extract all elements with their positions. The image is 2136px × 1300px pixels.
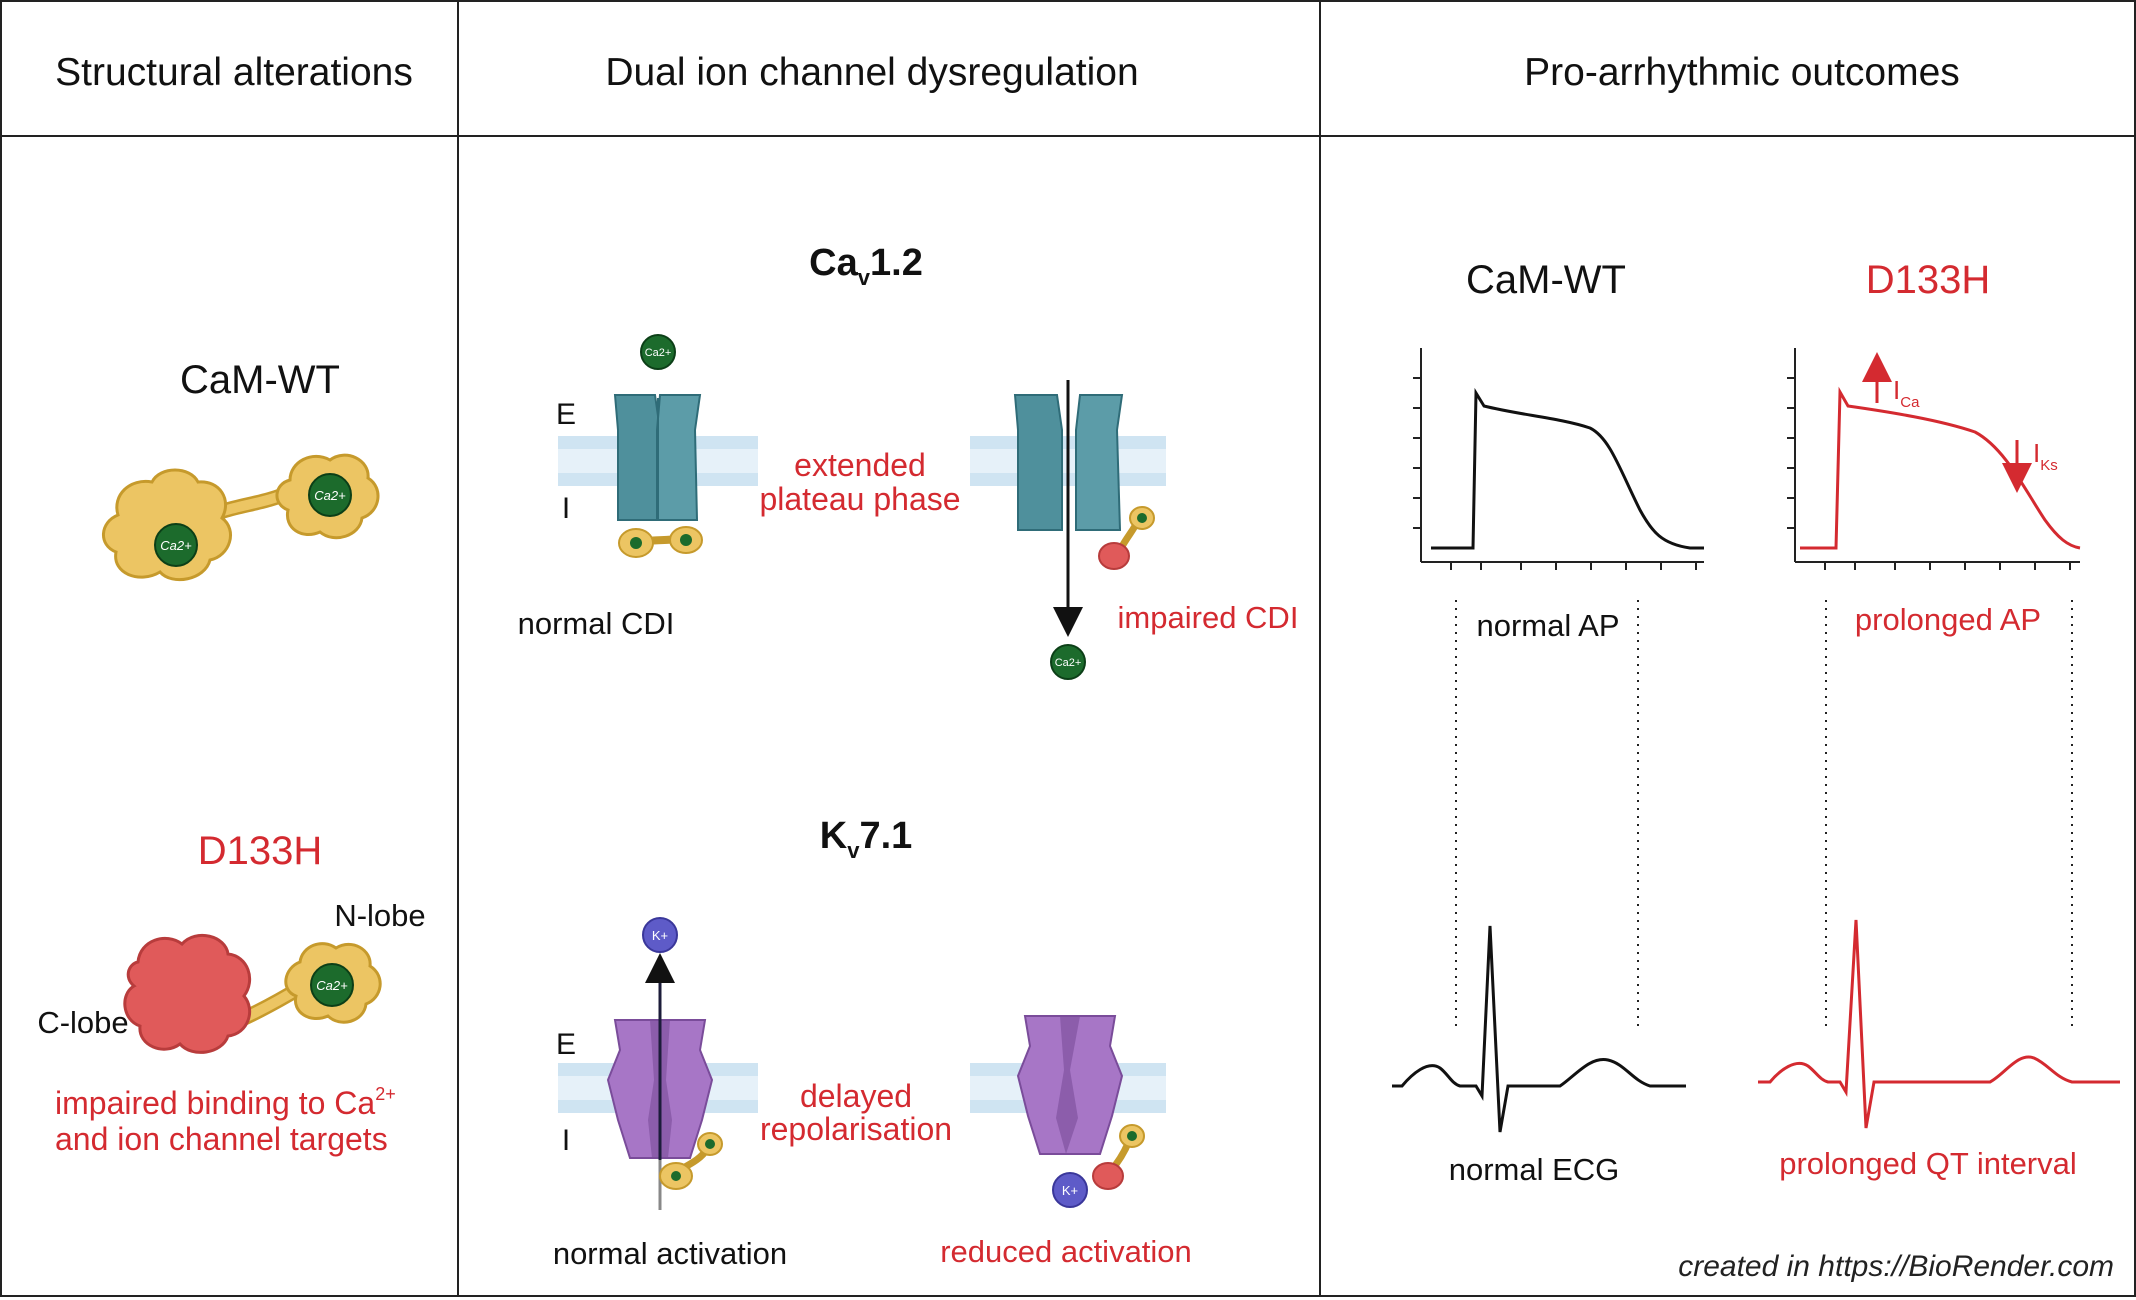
impaired-cdi-label: impaired CDI bbox=[1118, 600, 1299, 635]
ap-axes-d133h bbox=[1787, 348, 2080, 570]
kv71-title: Kv7.1 bbox=[820, 815, 913, 863]
binding-desc-line2: and ion channel targets bbox=[55, 1121, 388, 1157]
dotted-guides bbox=[1455, 600, 2073, 1026]
kv-channel-closed-icon bbox=[1016, 1015, 1124, 1155]
header-structural: Structural alterations bbox=[55, 51, 413, 94]
header-dysregulation: Dual ion channel dysregulation bbox=[605, 51, 1138, 94]
c-lobe-label: C-lobe bbox=[37, 1005, 128, 1040]
cav-effect-line1: extended bbox=[794, 447, 926, 483]
ca-ion-label: Ca2+ bbox=[645, 347, 672, 359]
ca-ion-icon: Ca2+ bbox=[1050, 644, 1086, 680]
cam-wt-label: CaM-WT bbox=[180, 358, 340, 402]
k-ion-label: K+ bbox=[1062, 1183, 1078, 1198]
binding-desc-line1: impaired binding to Ca2+ bbox=[55, 1084, 396, 1121]
ecg-trace-normal bbox=[1392, 925, 1686, 1133]
iks-label: IKs bbox=[2033, 438, 2058, 474]
k-ion-label: K+ bbox=[652, 928, 668, 943]
normal-ecg-label: normal ECG bbox=[1449, 1152, 1620, 1187]
ica-label: ICa bbox=[1893, 375, 1920, 411]
bound-cam-kv-icon bbox=[659, 1132, 723, 1190]
bound-cam-icon bbox=[618, 526, 703, 558]
kv-extracellular-label: E bbox=[556, 1028, 576, 1061]
kv-effect-line2: repolarisation bbox=[760, 1111, 952, 1147]
cav-channel-closed-icon bbox=[613, 394, 702, 521]
cav12-title: Cav1.2 bbox=[809, 242, 923, 290]
header-outcomes: Pro-arrhythmic outcomes bbox=[1524, 51, 1960, 94]
mutant-cam-icon bbox=[1098, 506, 1155, 570]
k-ion-icon: K+ bbox=[1052, 1172, 1088, 1208]
outcome-d133h-label: D133H bbox=[1866, 258, 1991, 302]
ap-trace-wt bbox=[1431, 387, 1704, 550]
cav-effect-line2: plateau phase bbox=[759, 481, 960, 517]
cam-d133h-protein-icon: Ca2+ bbox=[123, 933, 382, 1054]
n-lobe-label: N-lobe bbox=[334, 898, 425, 933]
ecg-trace-prolonged bbox=[1758, 919, 2120, 1129]
ca-ion-label: Ca2+ bbox=[314, 488, 346, 503]
d133h-label: D133H bbox=[198, 829, 323, 873]
ca-ion-label: Ca2+ bbox=[1055, 657, 1082, 669]
normal-activation-label: normal activation bbox=[553, 1236, 787, 1271]
ap-trace-d133h bbox=[1800, 386, 2081, 550]
reduced-activation-label: reduced activation bbox=[940, 1234, 1192, 1269]
mutant-cam-kv-icon bbox=[1092, 1124, 1145, 1190]
kv-effect-line1: delayed bbox=[800, 1078, 912, 1114]
cav-intracellular-label: I bbox=[562, 492, 570, 525]
cam-wt-protein-icon: Ca2+ Ca2+ bbox=[102, 453, 380, 582]
ca-ion-icon: Ca2+ bbox=[640, 334, 676, 370]
cav-extracellular-label: E bbox=[556, 398, 576, 431]
k-ion-icon: K+ bbox=[642, 917, 678, 953]
prolonged-ap-label: prolonged AP bbox=[1855, 602, 2041, 637]
normal-ap-label: normal AP bbox=[1476, 608, 1619, 643]
ap-axes-wt bbox=[1413, 348, 1704, 570]
normal-cdi-label: normal CDI bbox=[518, 606, 675, 641]
cav-channel-open-icon bbox=[1013, 394, 1124, 531]
credit-text: created in https://BioRender.com bbox=[1678, 1250, 2114, 1283]
ca-ion-label: Ca2+ bbox=[316, 978, 348, 993]
prolonged-qt-label: prolonged QT interval bbox=[1779, 1146, 2077, 1181]
outcome-wt-label: CaM-WT bbox=[1466, 258, 1626, 302]
kv-intracellular-label: I bbox=[562, 1124, 570, 1157]
ca-ion-label: Ca2+ bbox=[160, 538, 192, 553]
